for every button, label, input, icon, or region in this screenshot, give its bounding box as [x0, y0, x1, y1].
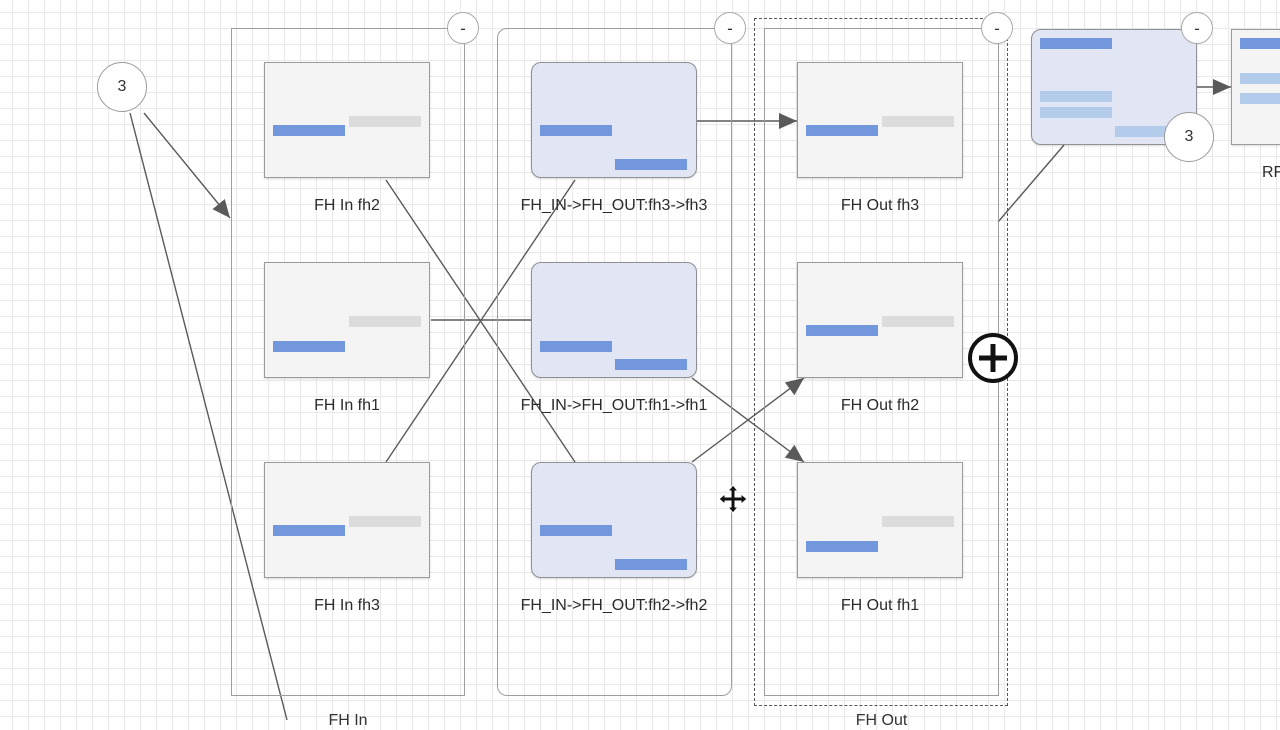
- node-bar: [806, 325, 878, 336]
- node-bar: [615, 559, 687, 570]
- node-map-fh2[interactable]: [531, 462, 697, 578]
- node-rf-partial-label: RF: [1262, 164, 1280, 181]
- node-fh-out-fh1-label: FH Out fh1: [840, 597, 920, 614]
- edge-out-to-next[interactable]: [997, 144, 1065, 223]
- node-bar: [349, 516, 421, 527]
- node-bar: [1240, 73, 1280, 84]
- node-bar: [882, 316, 954, 327]
- node-bar: [1240, 93, 1280, 104]
- node-fh-out-fh3-label: FH Out fh3: [840, 197, 920, 214]
- node-map-fh3[interactable]: [531, 62, 697, 178]
- node-fh-in-fh1[interactable]: [264, 262, 430, 378]
- node-bar: [349, 116, 421, 127]
- node-fh-in-fh2[interactable]: [264, 62, 430, 178]
- group-fh-in-label: FH In: [328, 712, 368, 729]
- node-bar: [1115, 126, 1171, 137]
- collapse-mapping-button[interactable]: -: [714, 12, 746, 44]
- node-bar: [540, 125, 612, 136]
- node-bar: [806, 125, 878, 136]
- node-bar: [273, 125, 345, 136]
- node-map-fh1[interactable]: [531, 262, 697, 378]
- collapse-fh-in-button[interactable]: -: [447, 12, 479, 44]
- edge-badge-to-fh-in[interactable]: [143, 112, 231, 219]
- node-bar: [615, 159, 687, 170]
- node-bar: [615, 359, 687, 370]
- edge-fh3-to-map-fh3[interactable]: [385, 179, 576, 463]
- node-bar: [540, 341, 612, 352]
- node-bar: [1040, 107, 1112, 118]
- node-fh-out-fh2-label: FH Out fh2: [840, 397, 920, 414]
- collapse-next-button[interactable]: -: [1181, 12, 1213, 44]
- move-cursor-icon: [718, 484, 748, 514]
- node-bar: [882, 516, 954, 527]
- node-bar: [273, 341, 345, 352]
- group-fh-out-label: FH Out: [855, 712, 908, 729]
- node-fh-out-fh2[interactable]: [797, 262, 963, 378]
- group-mapping[interactable]: [497, 28, 732, 696]
- circled-plus-icon[interactable]: [968, 333, 1018, 383]
- collapse-fh-out-button[interactable]: -: [981, 12, 1013, 44]
- edge-map-fh2-to-out-fh2[interactable]: [691, 377, 805, 463]
- node-map-fh2-label: FH_IN->FH_OUT:fh2->fh2: [520, 597, 708, 614]
- node-rf-partial[interactable]: [1231, 29, 1280, 145]
- node-fh-out-fh1[interactable]: [797, 462, 963, 578]
- node-map-fh1-label: FH_IN->FH_OUT:fh1->fh1: [520, 397, 708, 414]
- node-map-fh3-label: FH_IN->FH_OUT:fh3->fh3: [520, 197, 708, 214]
- node-bar: [1040, 38, 1112, 49]
- node-bar: [806, 541, 878, 552]
- node-fh-in-fh1-label: FH In fh1: [314, 397, 380, 414]
- count-badge-right[interactable]: 3: [1164, 112, 1214, 162]
- count-badge-left[interactable]: 3: [97, 62, 147, 112]
- node-fh-in-fh3-label: FH In fh3: [314, 597, 380, 614]
- node-bar: [273, 525, 345, 536]
- node-bar: [1240, 38, 1280, 49]
- node-bar: [540, 525, 612, 536]
- edge-badge-down[interactable]: [129, 112, 288, 720]
- node-bar: [349, 316, 421, 327]
- node-bar: [1040, 91, 1112, 102]
- node-fh-in-fh2-label: FH In fh2: [314, 197, 380, 214]
- node-bar: [882, 116, 954, 127]
- node-fh-out-fh3[interactable]: [797, 62, 963, 178]
- node-fh-in-fh3[interactable]: [264, 462, 430, 578]
